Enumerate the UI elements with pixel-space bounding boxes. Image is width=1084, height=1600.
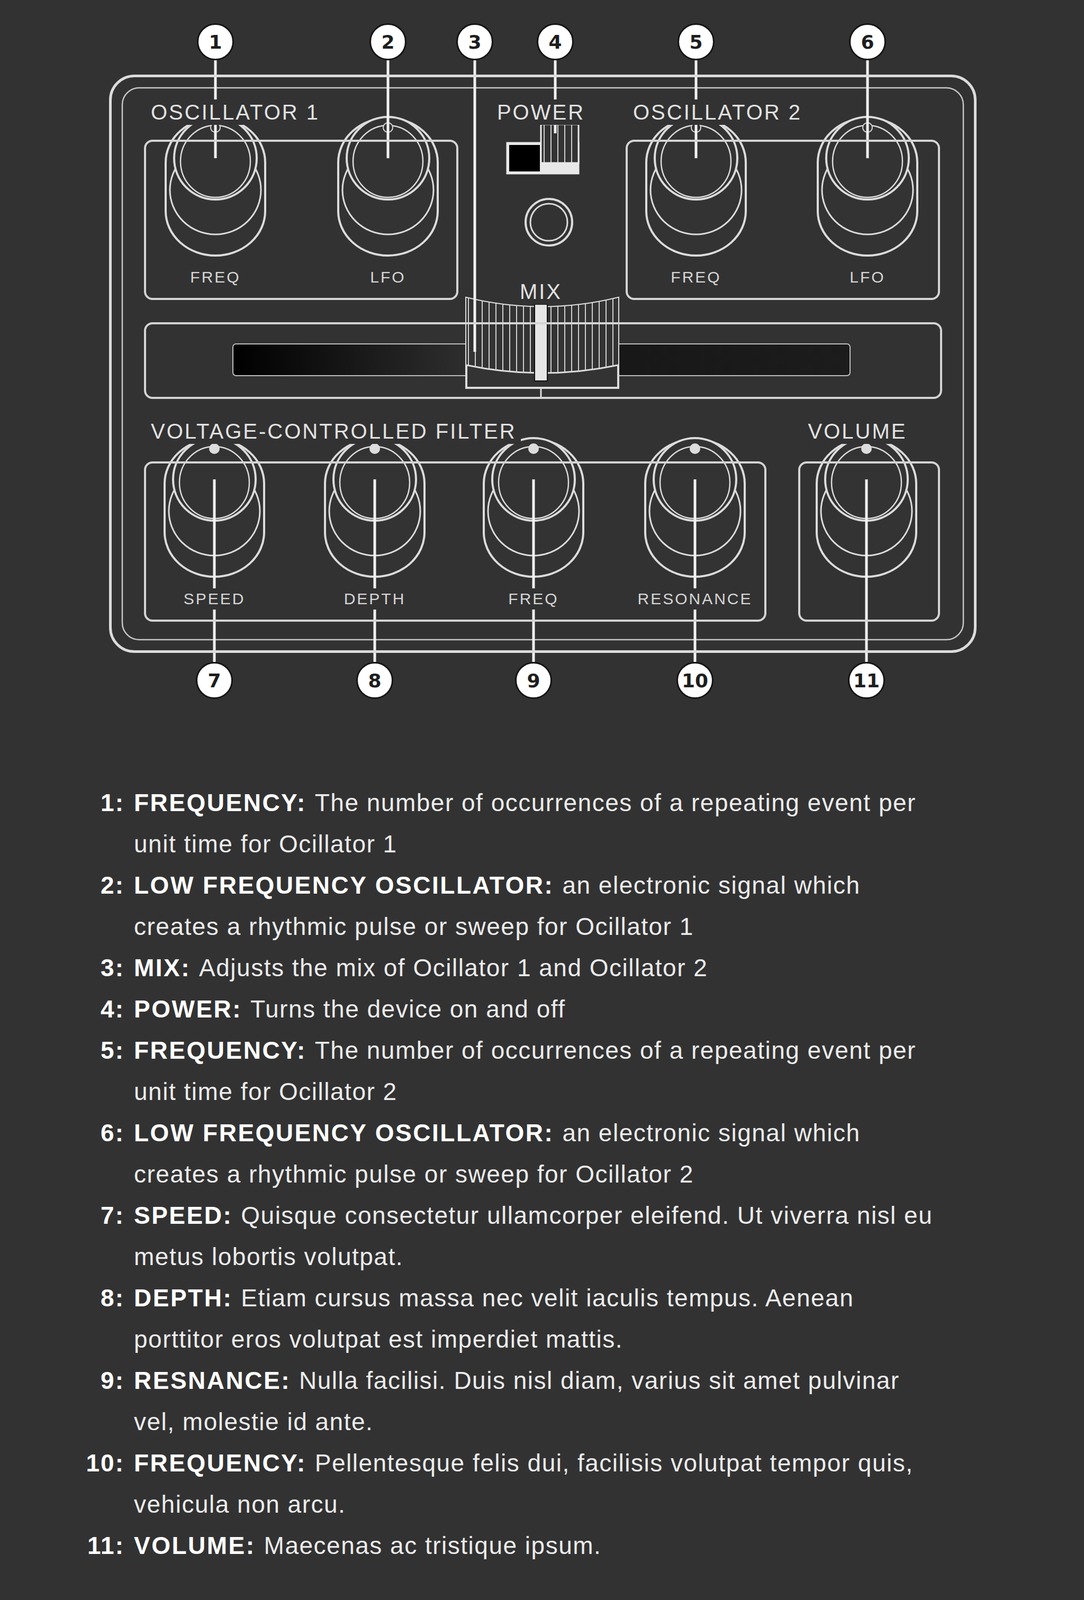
callout-circle: 9 bbox=[515, 662, 553, 700]
key-term: LOW FREQUENCY OSCILLATOR: bbox=[133, 871, 554, 900]
key-text: Maecenas ac tristique ipsum. bbox=[264, 1532, 602, 1560]
leader-lines bbox=[214, 60, 868, 663]
control-section: MIX bbox=[143, 322, 943, 400]
section-heading: VOLTAGE-CONTROLLED FILTER bbox=[146, 418, 521, 445]
control-section: VOLUME bbox=[798, 461, 941, 622]
control-section: OSCILLATOR 2FREQLFO bbox=[625, 139, 941, 301]
callout-circle: 11 bbox=[847, 662, 885, 700]
callout-circle: 2 bbox=[369, 23, 407, 61]
key-item: 6:LOW FREQUENCY OSCILLATOR:an electronic… bbox=[133, 1112, 943, 1196]
knob-label: FREQ bbox=[186, 266, 244, 288]
key-item: 2:LOW FREQUENCY OSCILLATOR:an electronic… bbox=[133, 864, 943, 948]
callout-number: 10 bbox=[678, 663, 712, 698]
callout-number: 6 bbox=[850, 24, 885, 59]
switch-lever bbox=[540, 124, 579, 164]
key-number: 5: bbox=[0, 1030, 125, 1072]
callout-circle: 3 bbox=[456, 23, 494, 61]
key-item: 11:VOLUME:Maecenas ac tristique ipsum. bbox=[133, 1525, 943, 1567]
knob-label: FREQ bbox=[504, 588, 562, 610]
key-number: 7: bbox=[0, 1195, 125, 1237]
key-text: Quisque consectetur ullamcorper eleifend… bbox=[133, 1202, 933, 1271]
key-term: VOLUME: bbox=[133, 1532, 256, 1560]
section-heading: MIX bbox=[515, 278, 567, 305]
leader-line bbox=[373, 479, 377, 663]
key-item: 4:POWER:Turns the device on and off bbox=[133, 988, 943, 1031]
key-item: 3:MIX:Adjusts the mix of Ocillator 1 and… bbox=[133, 947, 943, 989]
key-term: SPEED: bbox=[133, 1202, 233, 1230]
key-item: 9:RESNANCE:Nulla facilisi. Duis nisl dia… bbox=[133, 1360, 943, 1443]
key-number: 9: bbox=[0, 1360, 125, 1402]
callout-number: 8 bbox=[357, 663, 392, 698]
leader-line bbox=[532, 479, 536, 663]
key-text: Adjusts the mix of Ocillator 1 and Ocill… bbox=[199, 954, 708, 982]
key-number: 10: bbox=[0, 1442, 125, 1485]
mix-slider-handle bbox=[466, 296, 619, 399]
key-term: FREQUENCY: bbox=[133, 1036, 307, 1065]
key-term: FREQUENCY: bbox=[133, 789, 307, 817]
knobs bbox=[164, 116, 918, 577]
key-term: RESNANCE: bbox=[133, 1367, 291, 1395]
callout-circle: 7 bbox=[195, 662, 233, 700]
callout-number: 1 bbox=[198, 24, 233, 59]
output-jack bbox=[525, 199, 573, 246]
callout-number: 2 bbox=[371, 24, 405, 59]
key-item: 5:FREQUENCY:The number of occurrences of… bbox=[133, 1030, 943, 1113]
leader-line bbox=[865, 479, 869, 663]
leader-line bbox=[693, 479, 697, 663]
key-number: 1: bbox=[0, 782, 125, 824]
control-section: OSCILLATOR 1FREQLFO bbox=[143, 139, 459, 301]
callout-circle: 6 bbox=[848, 23, 887, 61]
key-term: MIX: bbox=[133, 954, 191, 982]
callout-number: 3 bbox=[457, 24, 492, 59]
key-term: FREQUENCY: bbox=[133, 1449, 307, 1478]
key-item: 7:SPEED:Quisque consectetur ullamcorper … bbox=[133, 1195, 943, 1278]
key-term: POWER: bbox=[133, 995, 242, 1024]
panel-inner-outline bbox=[122, 87, 964, 640]
callout-number: 11 bbox=[849, 663, 884, 698]
callout-circle: 4 bbox=[536, 23, 574, 61]
callout-number: 4 bbox=[538, 24, 573, 59]
key-number: 2: bbox=[0, 864, 125, 907]
key-number: 4: bbox=[0, 988, 125, 1031]
key-item: 8:DEPTH:Etiam cursus massa nec velit iac… bbox=[133, 1277, 943, 1361]
leader-line bbox=[473, 60, 477, 352]
callout-circle: 8 bbox=[356, 662, 394, 700]
key-item: 10:FREQUENCY:Pellentesque felis dui, fac… bbox=[133, 1442, 943, 1526]
callout-number: 5 bbox=[679, 24, 713, 59]
knob-label: FREQ bbox=[667, 266, 725, 288]
key-number: 11: bbox=[0, 1525, 125, 1567]
callout-number: 7 bbox=[197, 663, 232, 698]
key-text: Etiam cursus massa nec velit iaculis tem… bbox=[133, 1284, 854, 1354]
key-term: LOW FREQUENCY OSCILLATOR: bbox=[133, 1119, 554, 1147]
section-heading: VOLUME bbox=[804, 418, 912, 445]
key-text: Turns the device on and off bbox=[250, 995, 566, 1024]
key-list: 1:FREQUENCY:The number of occurrences of… bbox=[0, 782, 1084, 1567]
key-item: 1:FREQUENCY:The number of occurrences of… bbox=[133, 782, 943, 865]
key-number: 6: bbox=[0, 1112, 125, 1154]
callout-number: 9 bbox=[516, 663, 551, 698]
key-term: DEPTH: bbox=[133, 1284, 233, 1313]
callout-circle: 1 bbox=[196, 23, 234, 61]
section-heading: POWER bbox=[492, 99, 590, 125]
callout-circle: 10 bbox=[676, 662, 714, 700]
knob-label: DEPTH bbox=[340, 588, 410, 610]
callout-circle: 5 bbox=[677, 23, 715, 61]
power-switch bbox=[507, 124, 579, 174]
control-section: VOLTAGE-CONTROLLED FILTERSPEEDDEPTHFREQR… bbox=[143, 461, 767, 622]
key-number: 3: bbox=[0, 947, 125, 989]
switch-slot bbox=[509, 145, 540, 172]
section-heading: OSCILLATOR 1 bbox=[146, 99, 324, 125]
key-number: 8: bbox=[0, 1277, 125, 1320]
section-heading: OSCILLATOR 2 bbox=[628, 99, 807, 125]
leader-line bbox=[213, 479, 216, 663]
knob-label: LFO bbox=[846, 266, 889, 288]
panel-housing: POWER OSCILLATOR 1 FREQ LFO OSCILLATOR 2 FREQ… bbox=[109, 74, 977, 654]
knob-label: RESONANCE bbox=[634, 588, 756, 610]
knob-label: SPEED bbox=[180, 588, 249, 610]
knob-label: LFO bbox=[366, 266, 409, 288]
